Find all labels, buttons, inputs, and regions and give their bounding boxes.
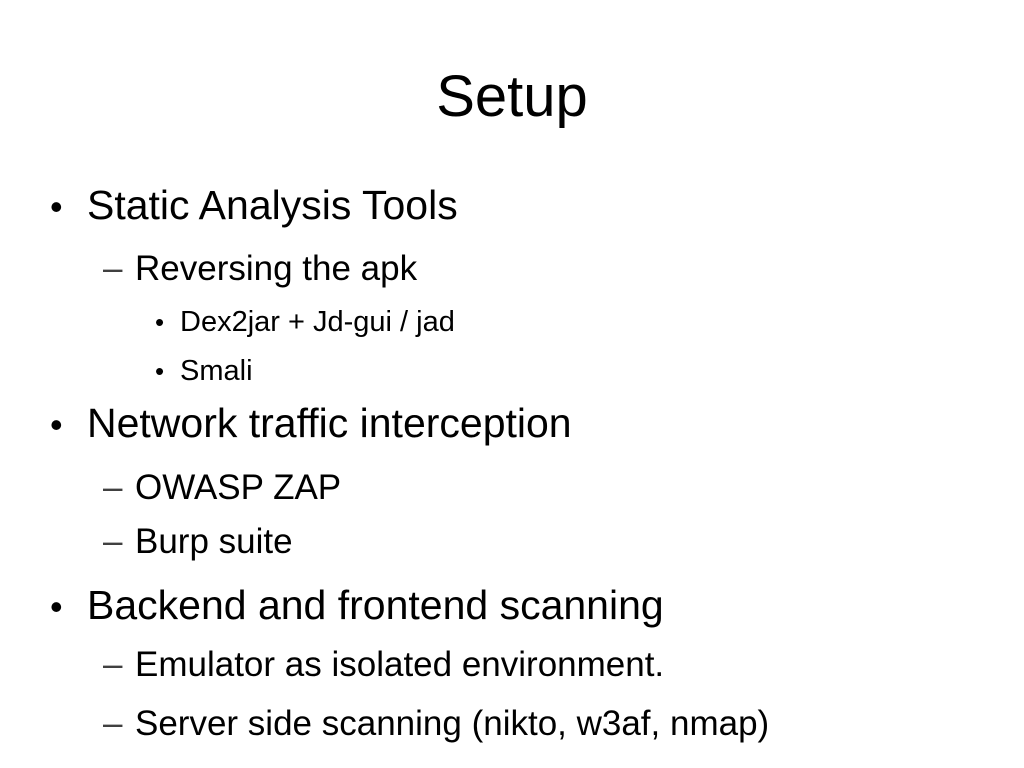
slide-title: Setup <box>436 64 588 129</box>
bullet-text: Smali <box>180 355 253 387</box>
dash-icon: – <box>103 468 123 507</box>
bullet-text: Reversing the apk <box>135 249 418 288</box>
bullet-item: • Network traffic interception <box>50 403 572 444</box>
bullet-text: Network traffic interception <box>87 400 572 446</box>
bullet-item: • Static Analysis Tools <box>50 185 458 226</box>
dash-icon: – <box>103 522 123 561</box>
bullet-item: • Dex2jar + Jd-gui / jad <box>155 308 455 337</box>
dash-icon: – <box>103 704 123 743</box>
dash-icon: – <box>103 645 123 684</box>
bullet-item: – Reversing the apk <box>103 251 417 286</box>
bullet-dot-icon: • <box>155 356 165 386</box>
bullet-dot-icon: • <box>50 586 63 627</box>
bullet-text: OWASP ZAP <box>135 468 342 507</box>
bullet-text: Static Analysis Tools <box>87 182 458 228</box>
bullet-dot-icon: • <box>155 307 165 337</box>
bullet-text: Server side scanning (nikto, w3af, nmap) <box>135 704 770 743</box>
bullet-dot-icon: • <box>50 404 63 445</box>
bullet-item: – Emulator as isolated environment. <box>103 647 664 682</box>
bullet-item: • Smali <box>155 357 253 386</box>
bullet-item: • Backend and frontend scanning <box>50 585 664 626</box>
bullet-text: Emulator as isolated environment. <box>135 645 665 684</box>
bullet-text: Burp suite <box>135 522 293 561</box>
bullet-text: Backend and frontend scanning <box>87 582 664 628</box>
bullet-item: – OWASP ZAP <box>103 470 341 505</box>
bullet-item: – Burp suite <box>103 524 293 559</box>
bullet-item: – Server side scanning (nikto, w3af, nma… <box>103 706 769 741</box>
bullet-text: Dex2jar + Jd-gui / jad <box>180 306 455 338</box>
bullet-dot-icon: • <box>50 186 63 227</box>
dash-icon: – <box>103 249 123 288</box>
